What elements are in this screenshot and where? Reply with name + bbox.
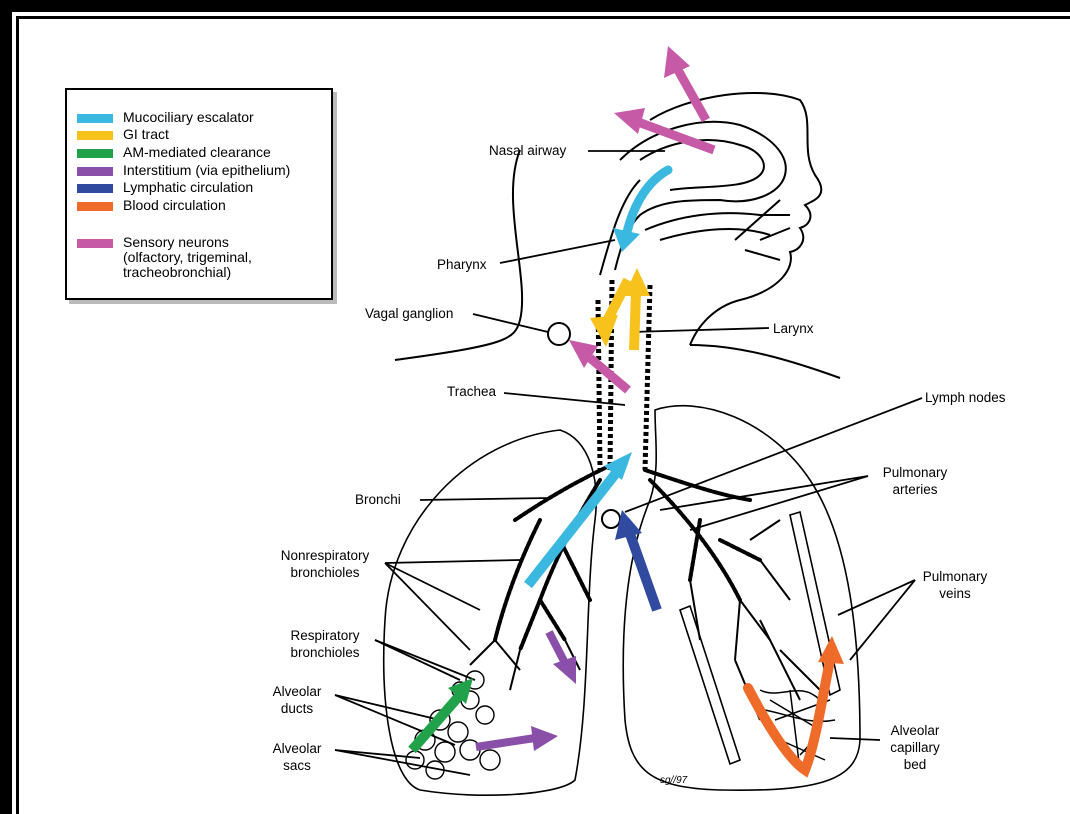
label-vagal-ganglion: Vagal ganglion — [365, 305, 453, 322]
arrow-blood-circulation — [748, 636, 844, 770]
arrow-gi-down — [590, 280, 628, 347]
label-pharynx: Pharynx — [437, 256, 487, 273]
legend-label: Interstitium (via epithelium) — [123, 163, 290, 178]
bronchiole-branches — [470, 520, 820, 720]
label-pulmonary-veins: Pulmonary veins — [910, 568, 1000, 602]
legend-item-blood: Blood circulation — [77, 198, 226, 213]
legend-label: Mucociliary escalator — [123, 110, 254, 125]
legend-swatch — [77, 131, 113, 140]
label-bronchi: Bronchi — [355, 491, 401, 508]
artist-signature: sg//97 — [660, 772, 687, 789]
legend-swatch — [77, 239, 113, 248]
arrow-sensory-vagal — [569, 340, 628, 390]
legend-item-mucociliary: Mucociliary escalator — [77, 110, 254, 125]
legend-swatch — [77, 202, 113, 211]
arrow-interstitium-down — [549, 632, 576, 684]
arrow-lymphatic — [615, 510, 657, 610]
label-nasal-airway: Nasal airway — [489, 142, 566, 159]
legend-item-lymphatic: Lymphatic circulation — [77, 180, 253, 195]
label-alveolar-ducts: Alveolar ducts — [262, 683, 332, 717]
legend-swatch — [77, 149, 113, 158]
legend-swatch — [77, 184, 113, 193]
legend-label: Sensory neurons (olfactory, trigeminal, … — [123, 235, 252, 280]
vagal-ganglion-node — [548, 323, 570, 345]
label-alveolar-sacs: Alveolar sacs — [262, 740, 332, 774]
label-nonrespiratory-bronchioles: Nonrespiratory bronchioles — [265, 547, 385, 581]
legend-item-gi: GI tract — [77, 127, 169, 142]
legend-label: Lymphatic circulation — [123, 180, 253, 195]
legend-swatch — [77, 114, 113, 123]
legend-item-am: AM-mediated clearance — [77, 145, 271, 160]
label-larynx: Larynx — [773, 320, 814, 337]
legend-swatch — [77, 167, 113, 176]
label-lymph-nodes: Lymph nodes — [925, 389, 1006, 406]
legend-item-interstitium: Interstitium (via epithelium) — [77, 163, 290, 178]
bronchial-tree — [495, 468, 760, 650]
lymph-node-circle — [602, 510, 620, 528]
arrow-interstitium-right — [476, 726, 558, 751]
label-trachea: Trachea — [447, 383, 496, 400]
legend-label: AM-mediated clearance — [123, 145, 271, 160]
label-alveolar-capillary-bed: Alveolar capillary bed — [875, 722, 955, 773]
legend-item-sensory: Sensory neurons (olfactory, trigeminal, … — [77, 235, 252, 280]
legend-label: Blood circulation — [123, 198, 226, 213]
label-respiratory-bronchioles: Respiratory bronchioles — [270, 627, 380, 661]
label-pulmonary-arteries: Pulmonary arteries — [870, 464, 960, 498]
legend: Mucociliary escalator GI tract AM-mediat… — [65, 88, 333, 300]
legend-label: GI tract — [123, 127, 169, 142]
